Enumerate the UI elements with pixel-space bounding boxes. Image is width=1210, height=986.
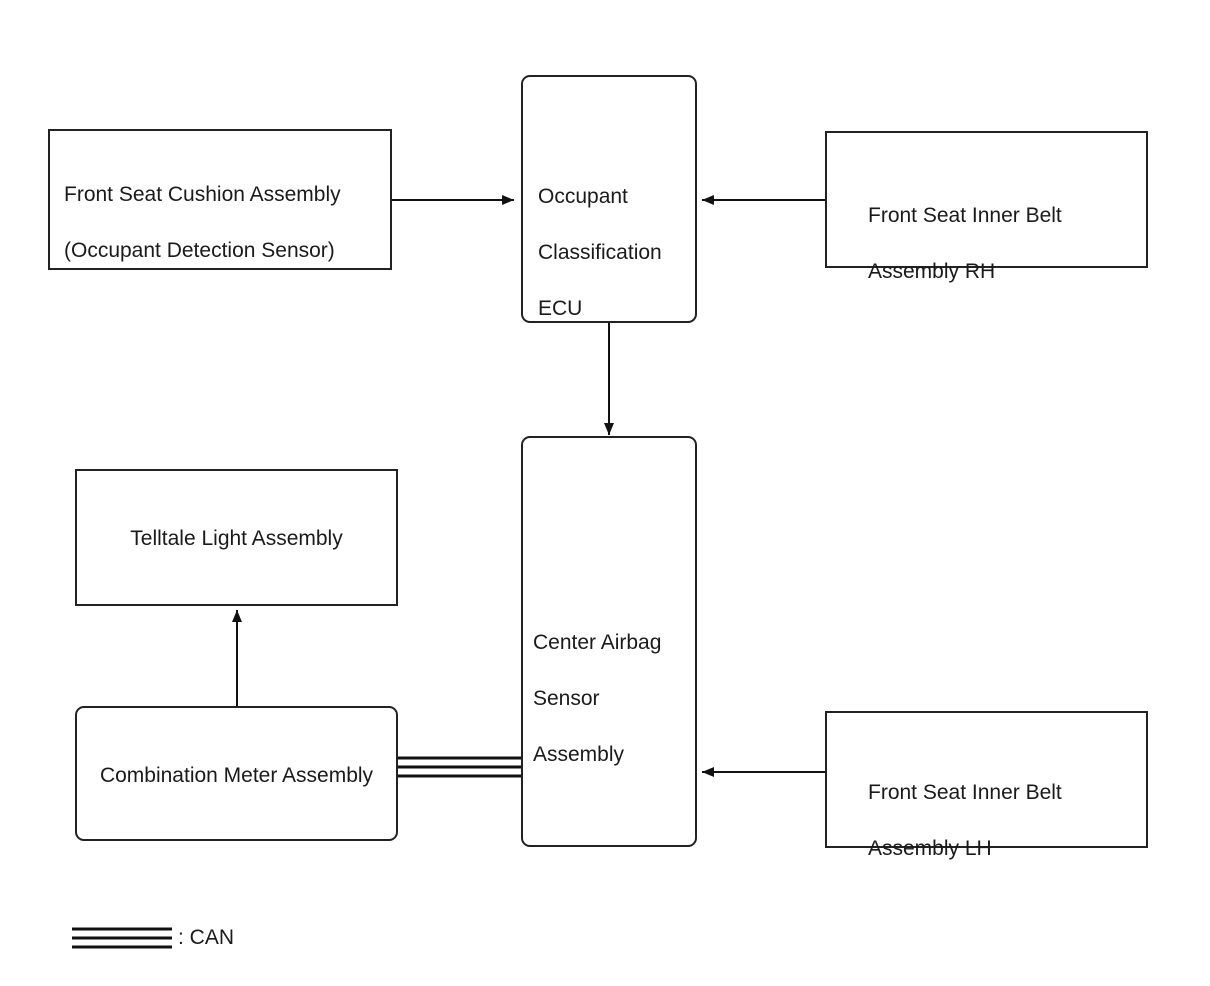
- legend-can-symbol: [72, 927, 172, 949]
- combination-meter-label: Combination Meter Assembly: [99, 764, 374, 787]
- ocu-ecu-label: Occupant Classification ECU: [538, 155, 698, 351]
- front-seat-inner-belt-lh-block: Front Seat Inner Belt Assembly LH: [825, 711, 1148, 860]
- front-seat-cushion-label: Front Seat Cushion Assembly (Occupant De…: [64, 153, 384, 293]
- occupant-classification-ecu-block: Occupant Classification ECU: [521, 75, 697, 323]
- combination-meter-block: Combination Meter Assembly: [75, 706, 398, 841]
- can-bus-line: [397, 756, 521, 778]
- airbag-line-2: Sensor: [533, 687, 600, 710]
- belt-lh-label: Front Seat Inner Belt Assembly LH: [868, 751, 1138, 891]
- ecu-line-2: Classification: [538, 241, 662, 264]
- airbag-sensor-label: Center Airbag Sensor Assembly: [533, 601, 693, 797]
- front-seat-inner-belt-rh-block: Front Seat Inner Belt Assembly RH: [825, 131, 1148, 283]
- cushion-line-1: Front Seat Cushion Assembly: [64, 183, 341, 206]
- center-airbag-sensor-block: Center Airbag Sensor Assembly: [521, 436, 697, 847]
- front-seat-cushion-block: Front Seat Cushion Assembly (Occupant De…: [48, 129, 392, 270]
- belt-rh-line-1: Front Seat Inner Belt: [868, 204, 1062, 227]
- legend-can-label: : CAN: [178, 926, 235, 949]
- telltale-label: Telltale Light Assembly: [130, 527, 343, 550]
- ecu-line-3: ECU: [538, 297, 583, 320]
- airbag-line-1: Center Airbag: [533, 631, 662, 654]
- belt-rh-label: Front Seat Inner Belt Assembly RH: [868, 174, 1138, 314]
- telltale-light-block: Telltale Light Assembly: [75, 469, 398, 606]
- ecu-line-1: Occupant: [538, 185, 628, 208]
- cushion-line-2: (Occupant Detection Sensor): [64, 239, 335, 262]
- belt-lh-line-1: Front Seat Inner Belt: [868, 781, 1062, 804]
- airbag-line-3: Assembly: [533, 743, 625, 766]
- belt-rh-line-2: Assembly RH: [868, 260, 996, 283]
- belt-lh-line-2: Assembly LH: [868, 837, 992, 860]
